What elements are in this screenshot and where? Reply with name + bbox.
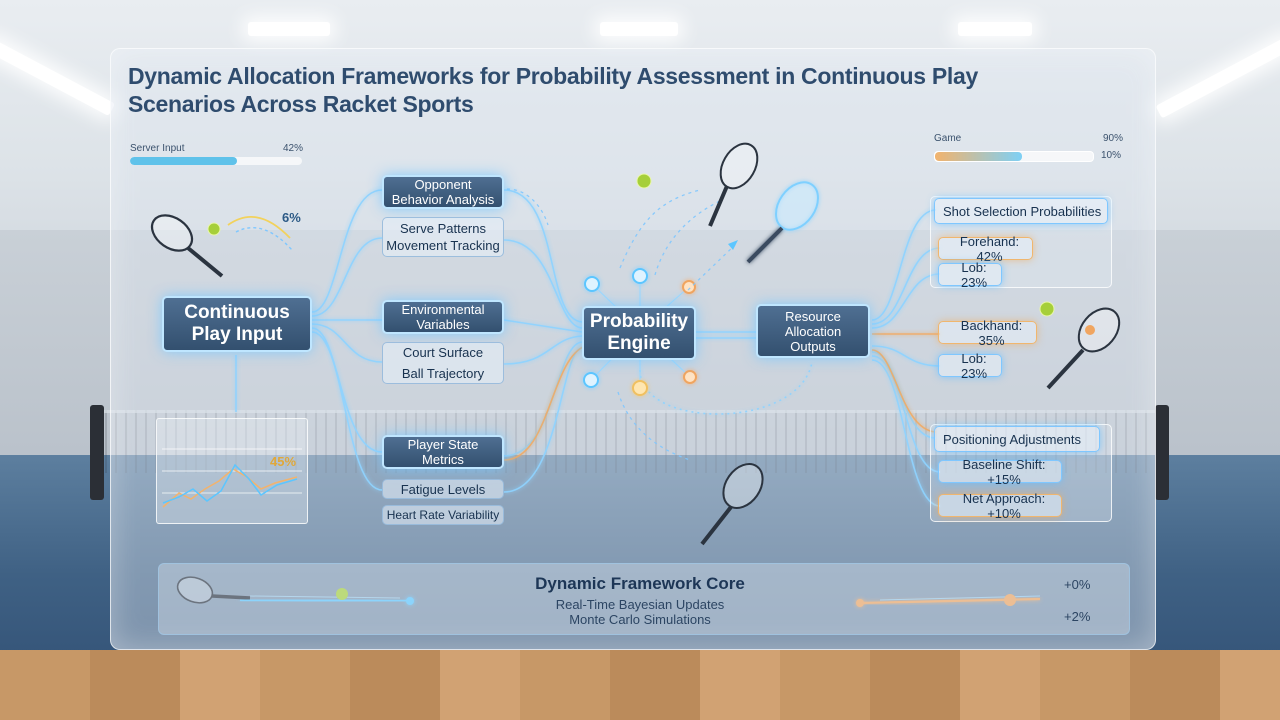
positioning-header[interactable]: Positioning Adjustments bbox=[934, 426, 1100, 452]
shot-selection-header[interactable]: Shot Selection Probabilities bbox=[934, 198, 1108, 224]
server-input-value: 42% bbox=[283, 143, 304, 154]
net-post bbox=[1155, 405, 1169, 500]
game-label: Game bbox=[934, 133, 962, 144]
shot-item-lob[interactable]: Lob: 23% bbox=[938, 260, 1002, 290]
environment-details-box: Court Surface Ball Trajectory bbox=[382, 342, 504, 384]
server-input-label: Server Input bbox=[130, 143, 185, 154]
player-detail-fatigue: Fatigue Levels bbox=[382, 479, 504, 499]
net-post bbox=[90, 405, 104, 500]
opponent-behavior-node[interactable]: Opponent Behavior Analysis bbox=[382, 175, 504, 209]
continuous-play-input-node[interactable]: Continuous Play Input bbox=[162, 296, 312, 352]
environment-detail-item: Ball Trajectory bbox=[401, 366, 485, 381]
server-input-bar bbox=[130, 157, 302, 165]
core-value-top: +0% bbox=[1064, 577, 1091, 592]
game-bar-fill bbox=[935, 152, 1022, 161]
opponent-detail-item: Serve Patterns bbox=[400, 221, 486, 236]
trend-chart-plot bbox=[162, 448, 302, 508]
ceiling-light bbox=[248, 22, 330, 36]
trend-line-orange bbox=[162, 468, 298, 508]
environmental-variables-node[interactable]: Environmental Variables bbox=[382, 300, 504, 334]
core-line-bayesian: Real-Time Bayesian Updates bbox=[555, 597, 725, 612]
diagram-title: Dynamic Allocation Frameworks for Probab… bbox=[128, 63, 978, 117]
opponent-details-box: Serve Patterns Movement Tracking bbox=[382, 217, 504, 257]
shot-item-lob-2[interactable]: Lob: 23% bbox=[938, 351, 1002, 381]
core-value-bottom: +2% bbox=[1064, 609, 1091, 624]
shot-item-forehand[interactable]: Forehand: 42% bbox=[938, 234, 1033, 264]
racket-annotation: 6% bbox=[282, 210, 301, 225]
wood-floor bbox=[0, 650, 1280, 720]
positioning-item-baseline[interactable]: Baseline Shift: +15% bbox=[938, 457, 1062, 487]
core-title: Dynamic Framework Core bbox=[535, 574, 745, 593]
trend-chart-value: 45% bbox=[270, 454, 297, 469]
game-bar bbox=[934, 151, 1094, 162]
resource-allocation-outputs-node[interactable]: Resource Allocation Outputs bbox=[756, 304, 870, 358]
probability-engine-node[interactable]: Probability Engine bbox=[582, 306, 696, 360]
ceiling-light bbox=[958, 22, 1032, 36]
trend-line-blue bbox=[162, 463, 298, 504]
dynamic-framework-core-panel bbox=[158, 563, 1130, 635]
player-state-node[interactable]: Player State Metrics bbox=[382, 435, 504, 469]
trend-chart bbox=[156, 418, 308, 524]
server-input-bar-fill bbox=[130, 157, 237, 165]
environment-detail-item: Court Surface bbox=[402, 345, 484, 360]
game-top-value: 90% bbox=[1103, 133, 1124, 144]
court-floor bbox=[0, 455, 1280, 655]
game-value: 10% bbox=[1101, 150, 1122, 161]
ceiling-light bbox=[600, 22, 678, 36]
opponent-detail-item: Movement Tracking bbox=[386, 238, 500, 253]
core-line-monte-carlo: Monte Carlo Simulations bbox=[569, 612, 711, 627]
shot-item-backhand[interactable]: Backhand: 35% bbox=[938, 318, 1037, 348]
positioning-item-net[interactable]: Net Approach: +10% bbox=[938, 491, 1062, 521]
player-detail-heart-rate: Heart Rate Variability bbox=[382, 505, 504, 525]
